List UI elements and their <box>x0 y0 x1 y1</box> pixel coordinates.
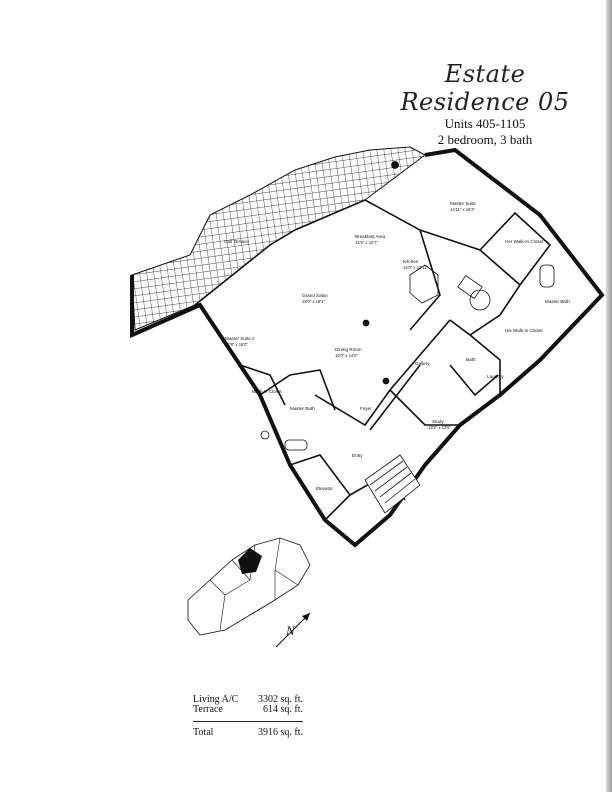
study-dims: 14'2" x 13'5" <box>428 425 451 430</box>
golf-terrace-label: Golf Terrace <box>224 239 249 244</box>
laundry-label: Laundry <box>487 374 504 379</box>
scan-edge <box>606 0 612 792</box>
master-suite-2-label: Master Suite 2 <box>225 336 255 341</box>
entry-label: Entry <box>352 453 363 458</box>
kitchen-label: Kitchen <box>403 259 419 264</box>
north-arrow-icon: N <box>275 612 311 648</box>
area-label: Terrace <box>193 704 223 715</box>
breakfast-area-dims: 14'5" x 12'7" <box>355 240 378 245</box>
master-bath-label: Master Bath <box>545 299 570 304</box>
area-label: Living A/C <box>193 694 239 705</box>
kitchen-dims: 14'0" x 13'11" <box>403 265 428 270</box>
bedroom-bath-text: 2 bedroom, 3 bath <box>437 132 533 147</box>
study-label: Study <box>432 419 444 424</box>
elevator-label: Elevator <box>316 486 333 491</box>
area-value: 614 sq. ft. <box>263 704 303 715</box>
area-row-living: Living A/C 3302 sq. ft. <box>193 695 303 705</box>
breakfast-area-label: Breakfast Area <box>355 234 386 239</box>
her-closet-label: Her Walk-In Closet <box>505 239 544 244</box>
gallery-label: Gallery <box>415 361 430 366</box>
master-bath-2-label: Master Bath <box>290 406 315 411</box>
bath-label: Bath <box>466 357 476 362</box>
master-suite-label: Master Suite <box>450 201 476 206</box>
total-divider <box>193 721 303 722</box>
unit-location-marker <box>238 548 262 574</box>
plan-header: Estate Residence 05 Units 405-1105 2 bed… <box>380 60 590 148</box>
stair-well <box>364 454 421 514</box>
his-closet-label: His Walk-In Closet <box>505 328 543 333</box>
grand-salon-dims: 18'0" x 19'1" <box>302 299 325 304</box>
north-label: N <box>285 623 296 638</box>
floor-plan: Golf Terrace Grand Salon 18'0" x 19'1" B… <box>130 146 605 548</box>
fixtures <box>260 161 555 451</box>
area-row-terrace: Terrace 614 sq. ft. <box>193 705 303 715</box>
area-value: 3302 sq. ft. <box>258 694 303 705</box>
master-suite-2-dims: 12'8" x 16'0" <box>225 342 248 347</box>
area-row-total: Total 3916 sq. ft. <box>193 728 303 738</box>
residence-title: Estate Residence 05 <box>400 60 570 116</box>
foyer-label: Foyer <box>360 406 372 411</box>
dining-room-label: Dining Room <box>335 347 362 352</box>
area-summary: Living A/C 3302 sq. ft. Terrace 614 sq. … <box>193 695 303 738</box>
total-value: 3916 sq. ft. <box>258 727 303 738</box>
units-text: Units 405-1105 <box>444 116 526 131</box>
walk-in-closet-label: Walk-In Closet <box>252 389 282 394</box>
master-suite-dims: 14'11" x 16'2" <box>450 207 475 212</box>
total-label: Total <box>193 727 214 738</box>
grand-salon-label: Grand Salon <box>302 293 328 298</box>
room-labels: Golf Terrace Grand Salon 18'0" x 19'1" B… <box>224 201 570 491</box>
building-key-map <box>187 537 311 636</box>
dining-room-dims: 15'0" x 14'0" <box>335 353 358 358</box>
